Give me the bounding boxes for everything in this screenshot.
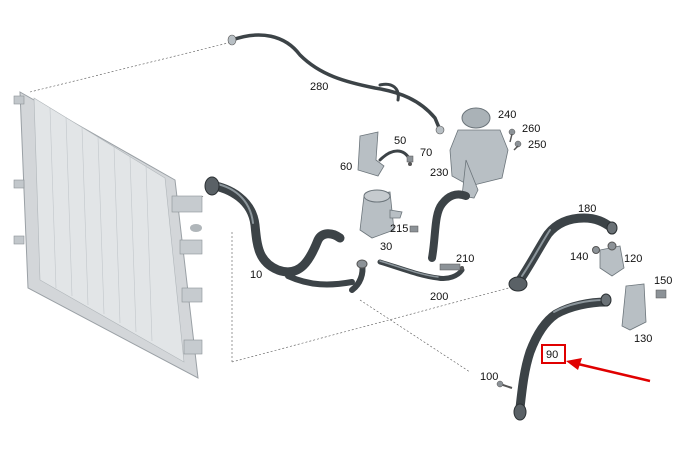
label-70: 70 [420, 147, 432, 159]
bracket-130 [621, 283, 667, 331]
label-230: 230 [430, 167, 448, 179]
bracket-assembly [357, 131, 414, 177]
part-labels: 280 240 260 250 50 70 60 230 215 30 10 2… [250, 81, 672, 383]
label-60: 60 [340, 161, 352, 173]
label-50: 50 [394, 135, 406, 147]
expansion-tank [449, 107, 509, 199]
label-150: 150 [654, 275, 672, 287]
label-250: 250 [528, 139, 546, 151]
label-210: 210 [456, 253, 474, 265]
label-30: 30 [380, 241, 392, 253]
highlight-arrow-line [577, 362, 651, 383]
radiator [13, 91, 203, 379]
label-280: 280 [310, 81, 328, 93]
bolt-100 [496, 380, 513, 389]
hose-90 [513, 293, 612, 421]
hose-180 [508, 213, 618, 292]
label-215: 215 [390, 223, 408, 235]
hose-10 [204, 176, 355, 288]
valve-120 [592, 241, 625, 277]
pipe-200 [377, 259, 465, 281]
label-140: 140 [570, 251, 588, 263]
hose-to-tank [428, 190, 470, 262]
label-90: 90 [546, 349, 558, 361]
label-10: 10 [250, 269, 262, 281]
hose-30 [349, 259, 368, 293]
vent-line-280 [227, 33, 445, 135]
bolts-260-250 [508, 128, 522, 151]
electric-pump-215 [359, 189, 419, 239]
highlight-callout: 90 [541, 344, 651, 383]
highlight-arrow-head [566, 358, 582, 370]
label-240: 240 [498, 109, 516, 121]
label-260: 260 [522, 123, 540, 135]
label-180: 180 [578, 203, 596, 215]
label-120: 120 [624, 253, 642, 265]
label-130: 130 [634, 333, 652, 345]
label-100: 100 [480, 371, 498, 383]
label-200: 200 [430, 291, 448, 303]
highlight-box [541, 344, 566, 364]
